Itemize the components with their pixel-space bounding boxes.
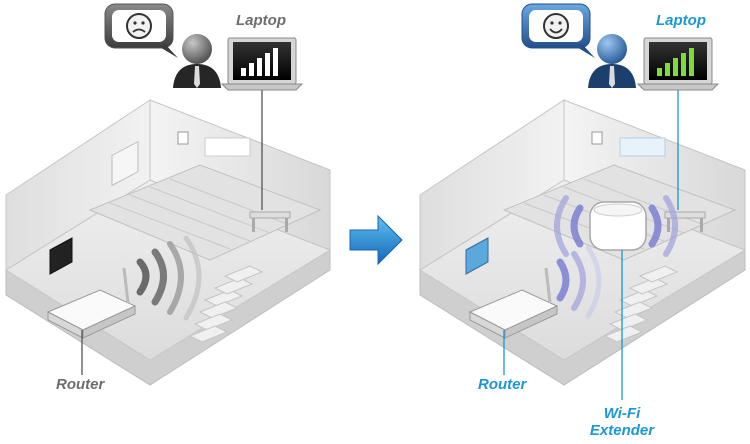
signal-waves-extender <box>554 195 678 257</box>
sad-person-icon <box>104 3 221 88</box>
router-after-icon <box>468 267 559 339</box>
laptop-after-icon <box>636 37 720 91</box>
happy-person-icon <box>521 3 636 88</box>
house-before <box>5 85 332 386</box>
wifi-extender-label: Wi-Fi Extender <box>580 405 664 439</box>
signal-waves-before <box>136 235 202 321</box>
happy-face-icon <box>543 13 569 39</box>
router-label-after: Router <box>478 376 527 393</box>
wifi-extender-label-line2: Extender <box>589 422 655 439</box>
sad-face-icon <box>126 13 152 39</box>
laptop-before-icon <box>220 37 304 91</box>
wifi-extender-icon <box>589 201 647 251</box>
router-before-icon <box>46 267 137 339</box>
laptop-label-before: Laptop <box>236 12 286 29</box>
router-label-before: Router <box>56 376 105 393</box>
wifi-extender-label-line1: Wi-Fi <box>603 405 641 422</box>
arrow-icon <box>349 214 403 266</box>
signal-waves-router-after <box>556 245 602 319</box>
laptop-label-after: Laptop <box>656 12 706 29</box>
house-after <box>419 85 747 400</box>
